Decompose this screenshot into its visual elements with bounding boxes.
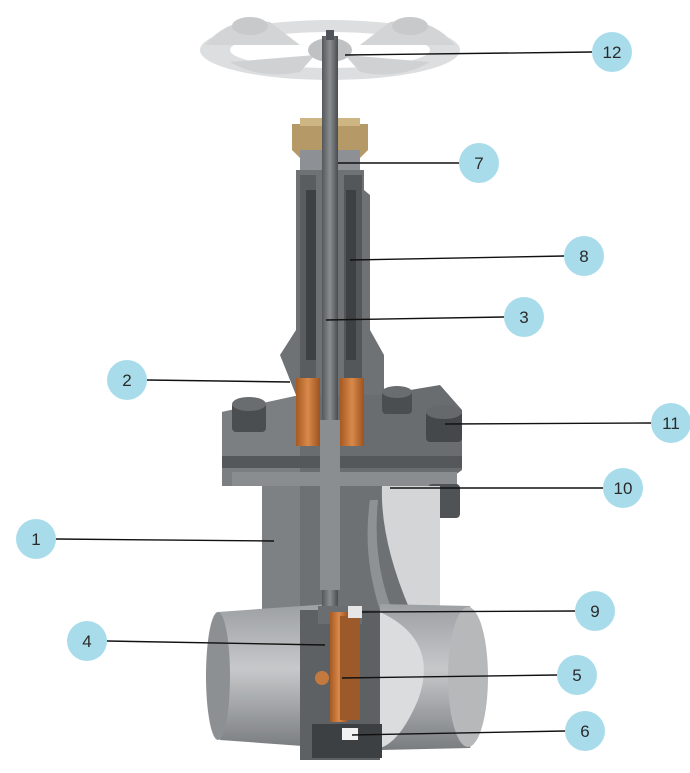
leader-line (444, 422, 652, 425)
valve-body (262, 486, 440, 610)
callout-badge (565, 711, 605, 751)
callout-badge (67, 621, 107, 661)
callout-10: 10 (390, 468, 643, 508)
callout-number: 7 (474, 154, 483, 173)
callout-badge (603, 468, 643, 508)
callout-badge (557, 655, 597, 695)
wedge (315, 606, 362, 740)
callout-3: 3 (325, 297, 544, 337)
handwheel (200, 17, 460, 80)
stem-thread (320, 420, 340, 590)
leader-line (146, 379, 291, 383)
bolt-left (232, 397, 266, 432)
leader-line (349, 255, 565, 261)
pipe-end-left (206, 604, 330, 748)
callout-number: 3 (519, 308, 528, 327)
callout-badge (16, 519, 56, 559)
callout-number: 1 (31, 530, 40, 549)
callout-number: 8 (579, 247, 588, 266)
stem (320, 30, 340, 616)
callout-2: 2 (107, 360, 291, 400)
callout-number: 12 (603, 43, 622, 62)
leader-line (341, 674, 558, 679)
callout-badge (575, 591, 615, 631)
leader-line (106, 640, 326, 646)
leader-line (344, 51, 593, 56)
callout-number: 4 (82, 632, 91, 651)
bolt-right-back (382, 386, 412, 414)
callout-number: 2 (122, 371, 131, 390)
callout-8: 8 (349, 236, 604, 276)
callout-6: 6 (351, 711, 605, 751)
callout-badge (107, 360, 147, 400)
callout-badge (592, 32, 632, 72)
leader-line (351, 730, 566, 736)
leader-line (325, 316, 505, 321)
callout-11: 11 (444, 403, 690, 443)
callout-1: 1 (16, 519, 275, 559)
stem-bushing (296, 378, 364, 446)
callout-badge (564, 236, 604, 276)
callout-4: 4 (67, 621, 326, 661)
callout-number: 11 (662, 414, 680, 433)
callout-number: 6 (580, 722, 589, 741)
leader-line (361, 610, 576, 613)
callout-number: 10 (614, 479, 633, 498)
callout-12: 12 (344, 32, 632, 72)
callout-5: 5 (341, 655, 597, 695)
callout-9: 9 (361, 591, 615, 631)
callout-badge (459, 143, 499, 183)
leader-line (55, 538, 275, 542)
callout-number: 5 (572, 666, 581, 685)
callout-badge (504, 297, 544, 337)
callout-7: 7 (338, 143, 499, 183)
callout-number: 9 (590, 602, 599, 621)
callout-badge (651, 403, 690, 443)
